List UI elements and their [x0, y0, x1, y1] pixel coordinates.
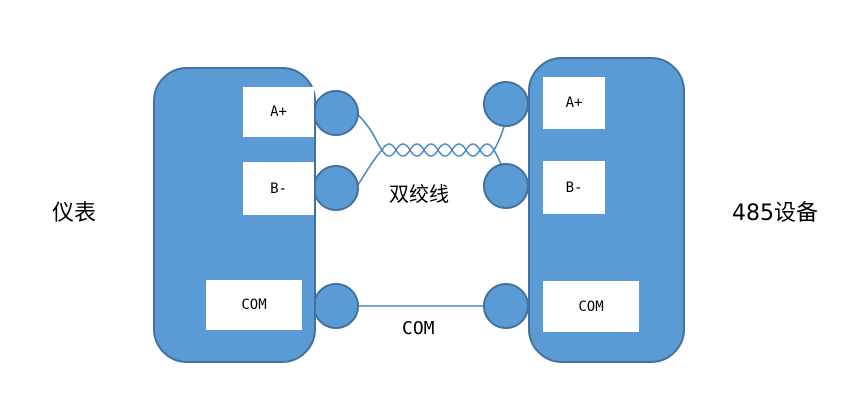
twisted-strand-2 — [381, 143, 495, 157]
left-device-name: 仪表 — [52, 201, 97, 226]
right-terminal-b-label: B- — [565, 179, 583, 196]
left-terminal-a: A+ — [243, 87, 314, 137]
left-connector-com — [313, 283, 359, 329]
left-connector-a — [313, 90, 359, 136]
right-terminal-com: COM — [543, 281, 639, 332]
left-terminal-com: COM — [206, 280, 302, 330]
com-line-label: COM — [402, 318, 435, 339]
right-device-name: 485设备 — [732, 201, 818, 226]
left-terminal-com-label: COM — [241, 297, 267, 313]
right-terminal-b: B- — [543, 161, 605, 214]
right-connector-com — [483, 283, 529, 329]
right-terminal-com-label: COM — [578, 298, 604, 315]
left-connector-b — [313, 165, 359, 211]
left-terminal-b: B- — [243, 162, 314, 215]
wire-left-a — [357, 114, 383, 151]
right-terminal-a: A+ — [543, 77, 605, 129]
right-terminal-a-label: A+ — [565, 95, 583, 111]
right-connector-b — [483, 163, 529, 209]
right-connector-a — [483, 81, 529, 127]
left-terminal-a-label: A+ — [270, 104, 287, 120]
twisted-pair-label: 双绞线 — [389, 182, 449, 206]
left-terminal-b-label: B- — [270, 180, 287, 197]
wire-left-b — [357, 149, 383, 186]
